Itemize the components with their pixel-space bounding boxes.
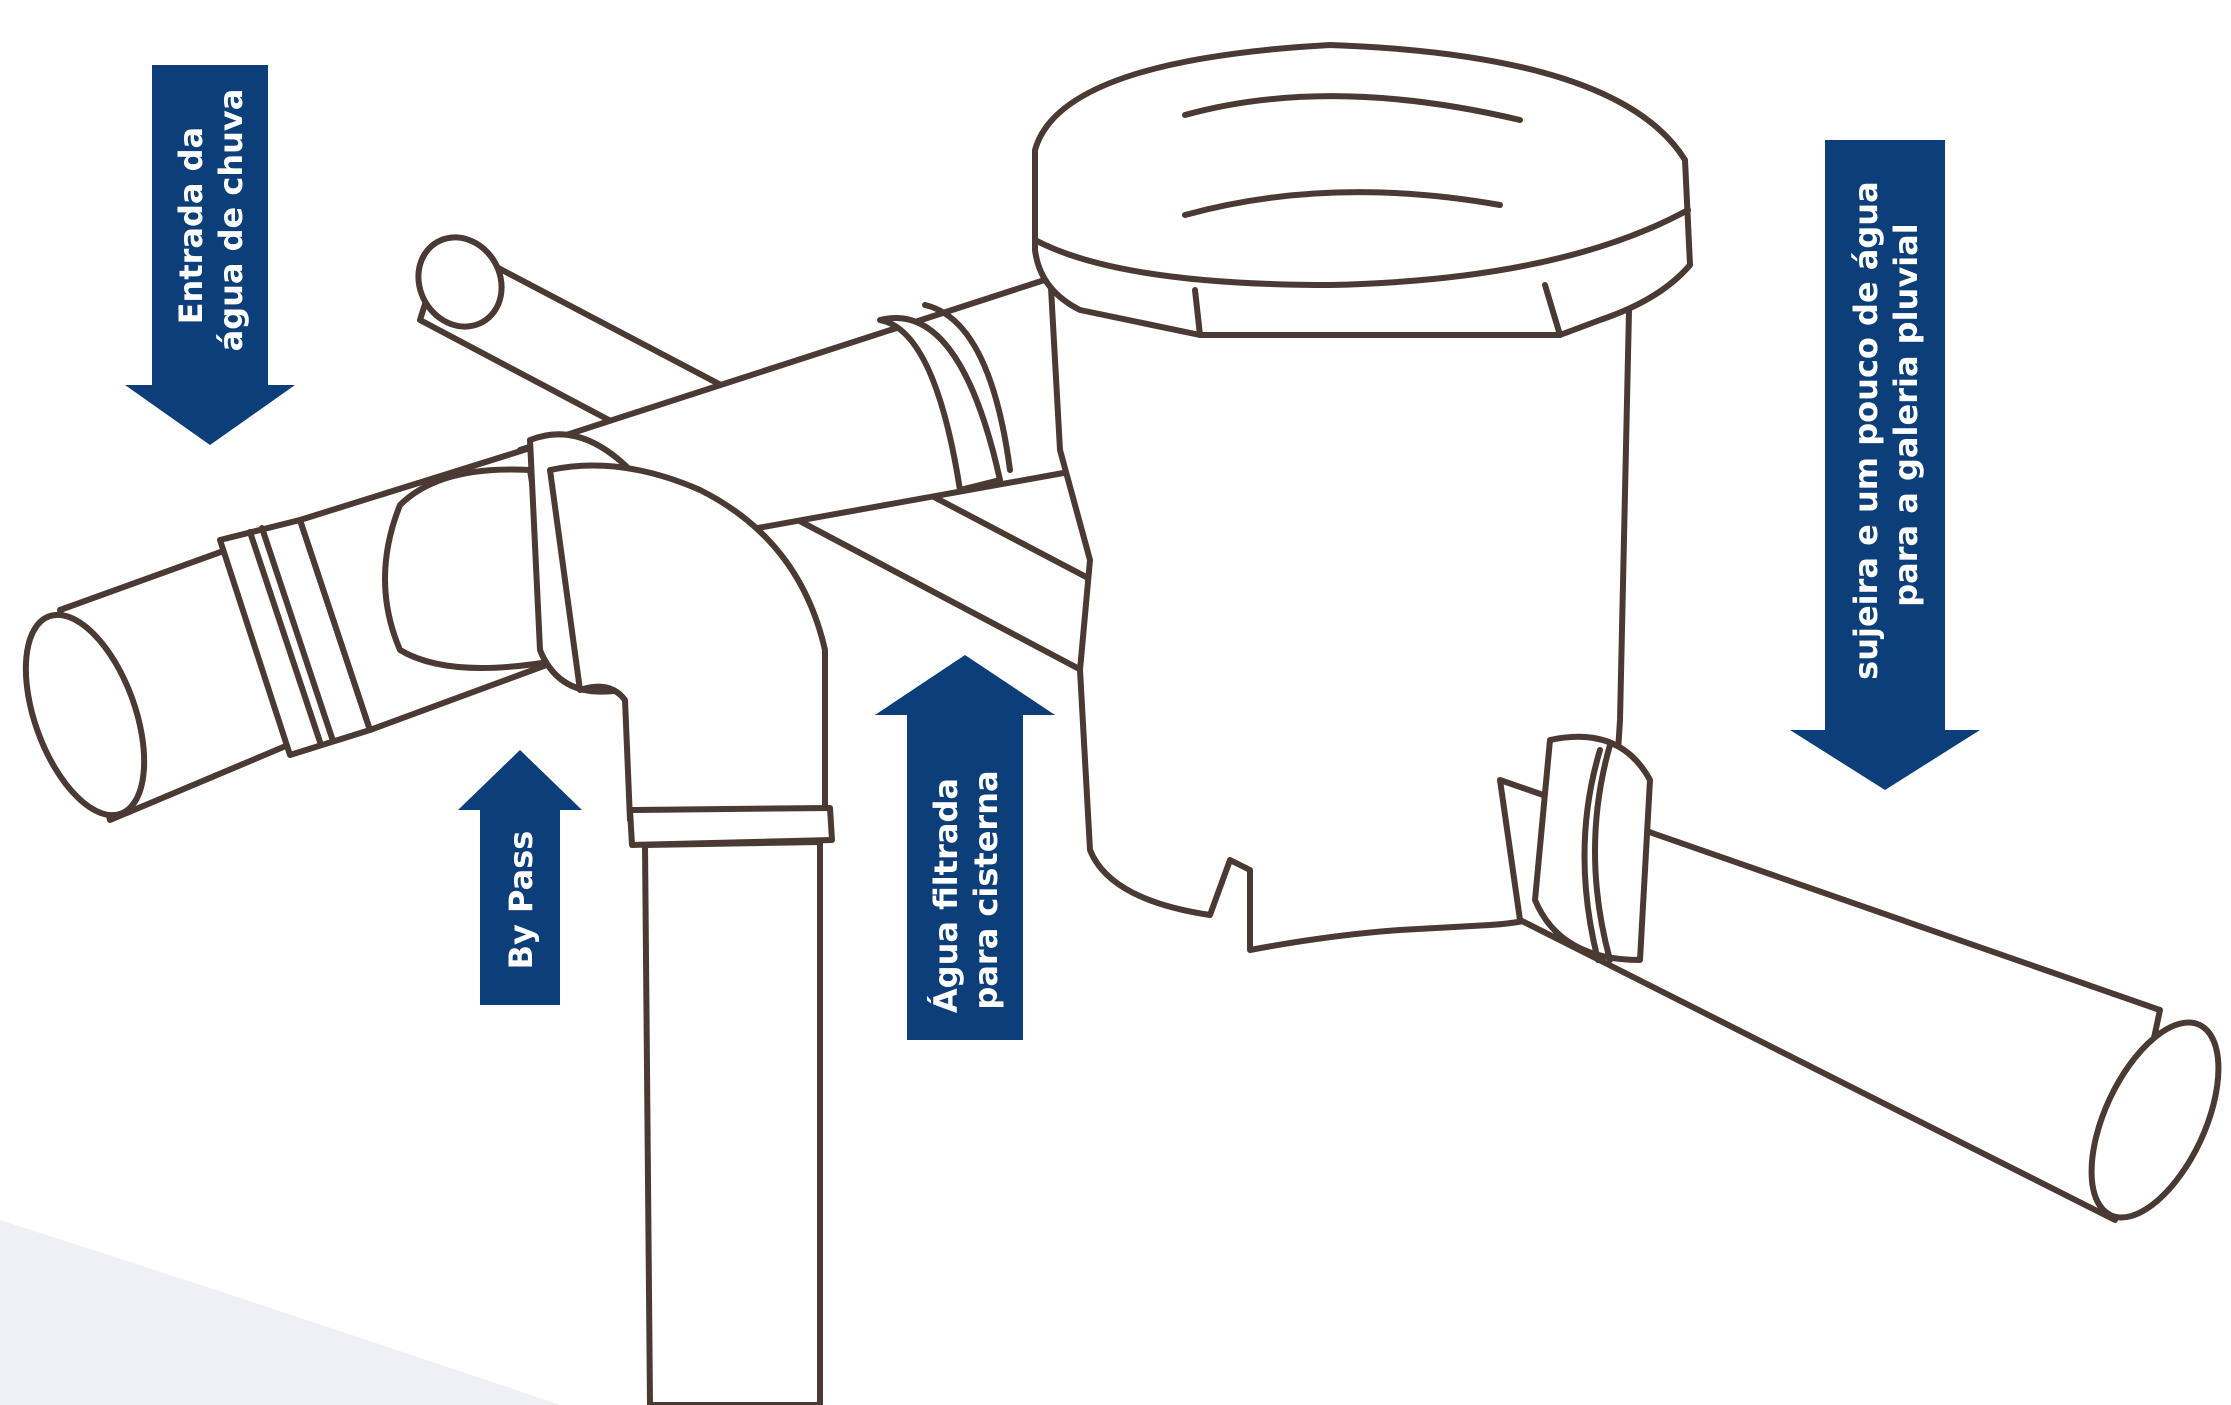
rain-inlet-label-line-2: água de chuva	[212, 89, 250, 352]
rain-inlet-arrow-shape	[125, 65, 295, 445]
rain-inlet-arrow: Entrada da água de chuva	[125, 65, 295, 445]
dirt-outlet-arrow: sujeira e um pouco de água para a galeri…	[1790, 140, 1980, 790]
rain-inlet-label: Entrada da água de chuva	[172, 89, 250, 352]
dirt-outlet-label-line-1: sujeira e um pouco de água	[1847, 181, 1885, 679]
filtered-water-label-line-1: Água filtrada	[927, 778, 965, 1013]
filtered-water-label: Água filtrada para cisterna	[927, 767, 1005, 1013]
bypass-tee	[382, 431, 835, 1405]
dirt-outlet-pipe	[1497, 733, 2222, 1223]
filtered-water-arrow: Água filtrada para cisterna	[875, 655, 1055, 1040]
bypass-arrow-shape	[458, 750, 582, 1005]
filtered-water-arrow-shape	[875, 655, 1055, 1040]
dirt-outlet-label: sujeira e um pouco de água para a galeri…	[1847, 170, 1925, 680]
filtered-water-label-line-2: para cisterna	[967, 770, 1005, 1009]
rain-inlet-label-line-1: Entrada da	[172, 127, 210, 324]
dirt-outlet-arrow-shape	[1790, 140, 1980, 790]
bypass-label-line-1: By Pass	[502, 831, 540, 970]
background-shading	[0, 1220, 560, 1405]
filter-lid	[1032, 42, 1693, 338]
dirt-outlet-label-line-2: para a galeria pluvial	[1887, 223, 1925, 606]
bypass-label: By Pass	[502, 831, 540, 970]
bypass-arrow: By Pass	[458, 750, 582, 1005]
